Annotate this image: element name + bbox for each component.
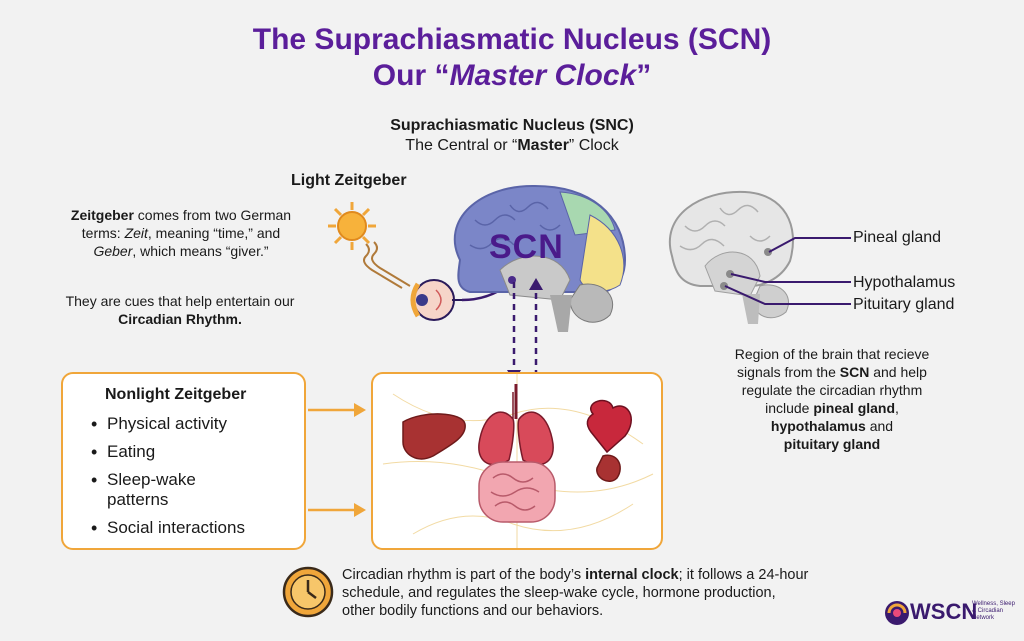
signal-arrows [507, 278, 543, 382]
box-arrows [308, 403, 366, 517]
list-item: Sleep-wake patterns [91, 470, 237, 510]
gland-pointer-lines [724, 237, 851, 305]
wscn-logo-text: WSCN [910, 599, 978, 624]
body-organs-box [371, 372, 663, 550]
scn-header-name: Suprachiasmatic Nucleus (SNC) [390, 117, 634, 134]
wscn-logo-tagline: Wellness, Sleep & Circadian Network [972, 601, 1015, 621]
title-line-2: Our “Master Clock” [372, 59, 652, 92]
brain-illustration [453, 184, 627, 332]
light-zeitgeber-heading: Light Zeitgeber [291, 172, 407, 189]
list-item: Physical activity [91, 414, 291, 434]
list-item: Social interactions [91, 518, 291, 538]
scn-header-sub: The Central or “Master” Clock [405, 137, 619, 154]
zeitgeber-cues: They are cues that help entertain our Ci… [65, 293, 295, 327]
light-rays-icon [363, 241, 411, 289]
footer-text: Circadian rhythm is part of the body’s i… [342, 567, 809, 619]
hypothalamus-label: Hypothalamus [853, 274, 956, 291]
pineal-gland-label: Pineal gland [853, 229, 942, 246]
organs-illustration [382, 374, 654, 548]
title-line-1: The Suprachiasmatic Nucleus (SCN) [252, 23, 772, 56]
zeitgeber-definition: Zeitgeber comes from two German terms: Z… [70, 207, 292, 259]
nonlight-zeitgeber-box: Nonlight Zeitgeber Physical activity Eat… [61, 372, 306, 550]
brain-outline-illustration [669, 190, 794, 324]
clock-icon [282, 566, 334, 618]
scn-label: SCN [489, 228, 564, 266]
nonlight-zeitgeber-heading: Nonlight Zeitgeber [105, 386, 247, 403]
eye-icon [410, 279, 462, 321]
sun-icon [328, 202, 376, 250]
list-item: Eating [91, 442, 291, 462]
nonlight-zeitgeber-list: Physical activity Eating Sleep-wake patt… [91, 414, 291, 546]
wscn-logo-mark [885, 601, 909, 625]
pituitary-gland-label: Pituitary gland [853, 296, 955, 313]
brain-regions-description: Region of the brain that recieve signals… [734, 346, 930, 452]
